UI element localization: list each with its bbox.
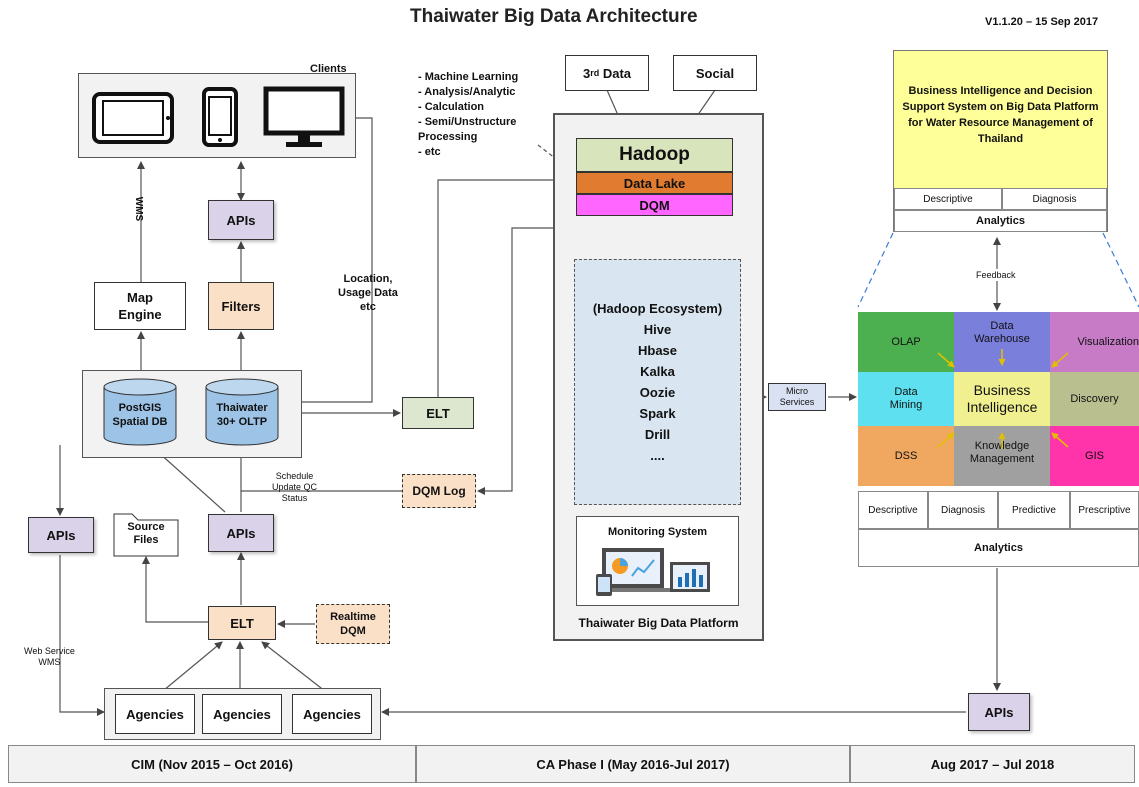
page-title: Thaiwater Big Data Architecture xyxy=(410,6,698,27)
note-line: - etc xyxy=(418,146,441,158)
location-usage-label: Location, Usage Data etc xyxy=(338,273,398,313)
processing-notes: - Machine Learning - Analysis/Analytic -… xyxy=(418,70,518,160)
thaiwater-db-icon xyxy=(205,378,279,446)
ecosystem-item: (Hadoop Ecosystem) xyxy=(592,301,723,316)
note-line: - Calculation xyxy=(418,101,485,113)
timeline-aug-2017: Aug 2017 – Jul 2018 xyxy=(850,745,1135,783)
note-line: - Analysis/Analytic xyxy=(418,86,516,98)
social-box: Social xyxy=(673,55,757,91)
analytics-prescriptive: Prescriptive xyxy=(1070,491,1139,529)
version-label: V1.1.20 – 15 Sep 2017 xyxy=(985,16,1099,28)
dqm-box: DQM xyxy=(576,194,733,216)
note-line: - Semi/Unstructure xyxy=(418,116,517,128)
data-lake-box: Data Lake xyxy=(576,172,733,194)
bi-decision-descriptive: Descriptive xyxy=(894,188,1002,210)
feedback-label: Feedback xyxy=(976,269,1016,281)
monitor-icon xyxy=(263,86,345,147)
agency-box-3: Agencies xyxy=(292,694,372,734)
micro-services-box: Micro Services xyxy=(768,383,826,411)
ecosystem-item: Spark xyxy=(639,406,676,421)
ecosystem-item: Hbase xyxy=(637,343,678,358)
bi-decision-analytics: Analytics xyxy=(894,210,1107,232)
hadoop-ecosystem-box: (Hadoop Ecosystem) Hive Hbase Kalka Oozi… xyxy=(574,259,741,505)
ecosystem-item: Drill xyxy=(644,427,671,442)
elt-mid-box: ELT xyxy=(402,397,474,429)
third-data-suffix: Data xyxy=(599,65,632,81)
bi-cell-olap: OLAP xyxy=(858,312,954,372)
platform-label: Thaiwater Big Data Platform xyxy=(578,616,739,630)
dashboard-devices-icon xyxy=(596,548,710,596)
agency-box-2: Agencies xyxy=(202,694,282,734)
analytics-descriptive: Descriptive xyxy=(858,491,928,529)
ecosystem-item: .... xyxy=(650,448,665,463)
bi-cell-discovery: Discovery xyxy=(1050,372,1139,426)
postgis-db-icon xyxy=(103,378,177,446)
timeline-ca-phase: CA Phase I (May 2016-Jul 2017) xyxy=(416,745,850,783)
arrow-location-usage xyxy=(284,117,373,406)
timeline-cim: CIM (Nov 2015 – Oct 2016) xyxy=(8,745,416,783)
apis-top-box: APIs xyxy=(208,200,274,240)
map-engine-box: Map Engine xyxy=(94,282,186,330)
wms-label: WMS xyxy=(133,196,145,222)
realtime-dqm-box: Realtime DQM xyxy=(316,604,390,644)
web-service-label: Web Service WMS xyxy=(24,646,75,667)
ecosystem-item: Hive xyxy=(643,322,672,337)
analytics-diagnosis: Diagnosis xyxy=(928,491,998,529)
elt-bottom-box: ELT xyxy=(208,606,276,640)
note-line: - Machine Learning xyxy=(418,71,519,83)
analytics-predictive: Predictive xyxy=(998,491,1070,529)
postgis-label: PostGIS Spatial DB xyxy=(112,402,168,428)
apis-right-box: APIs xyxy=(968,693,1030,731)
bi-cell-visualization: Visualization xyxy=(1050,312,1139,372)
apis-center-box: APIs xyxy=(208,514,274,552)
analytics-label: Analytics xyxy=(858,529,1139,567)
dqm-log-box: DQM Log xyxy=(402,474,476,508)
note-line: Processing xyxy=(418,131,478,143)
bi-cell-dss: DSS xyxy=(858,426,954,486)
bi-inward-arrows xyxy=(937,349,1069,449)
tablet-icon xyxy=(92,92,174,144)
bi-cell-business-intelligence: Business Intelligence xyxy=(954,372,1050,426)
schedule-label: Schedule Update QC Status xyxy=(272,471,318,503)
arrow-elt-datalake xyxy=(437,176,574,397)
ecosystem-item: Oozie xyxy=(639,385,676,400)
arrow-elt-sourcefiles xyxy=(142,556,208,623)
apis-left-box: APIs xyxy=(28,517,94,553)
clients-label: Clients xyxy=(310,63,347,75)
source-files-icon xyxy=(113,513,179,557)
filters-box: Filters xyxy=(208,282,274,330)
source-files-label: Source Files xyxy=(127,521,165,546)
phone-icon xyxy=(202,87,238,147)
arrow-to-dqmlog xyxy=(477,227,572,495)
bi-cell-gis: GIS xyxy=(1050,426,1139,486)
bi-decision-text: Business Intelligence and Decision Suppo… xyxy=(894,51,1107,188)
third-data-sup: rd xyxy=(590,68,600,78)
thaiwater-oltp-label: Thaiwater 30+ OLTP xyxy=(216,402,268,428)
bi-decision-diagnosis: Diagnosis xyxy=(1002,188,1107,210)
arrow-apisleft-agencies xyxy=(59,555,105,716)
ecosystem-item: Kalka xyxy=(640,364,675,379)
agency-box-1: Agencies xyxy=(115,694,195,734)
monitoring-system-label: Monitoring System xyxy=(607,526,707,538)
hadoop-box: Hadoop xyxy=(576,138,733,172)
third-data-number: 3 xyxy=(582,65,591,81)
bi-cell-data-mining: Data Mining xyxy=(858,372,954,426)
